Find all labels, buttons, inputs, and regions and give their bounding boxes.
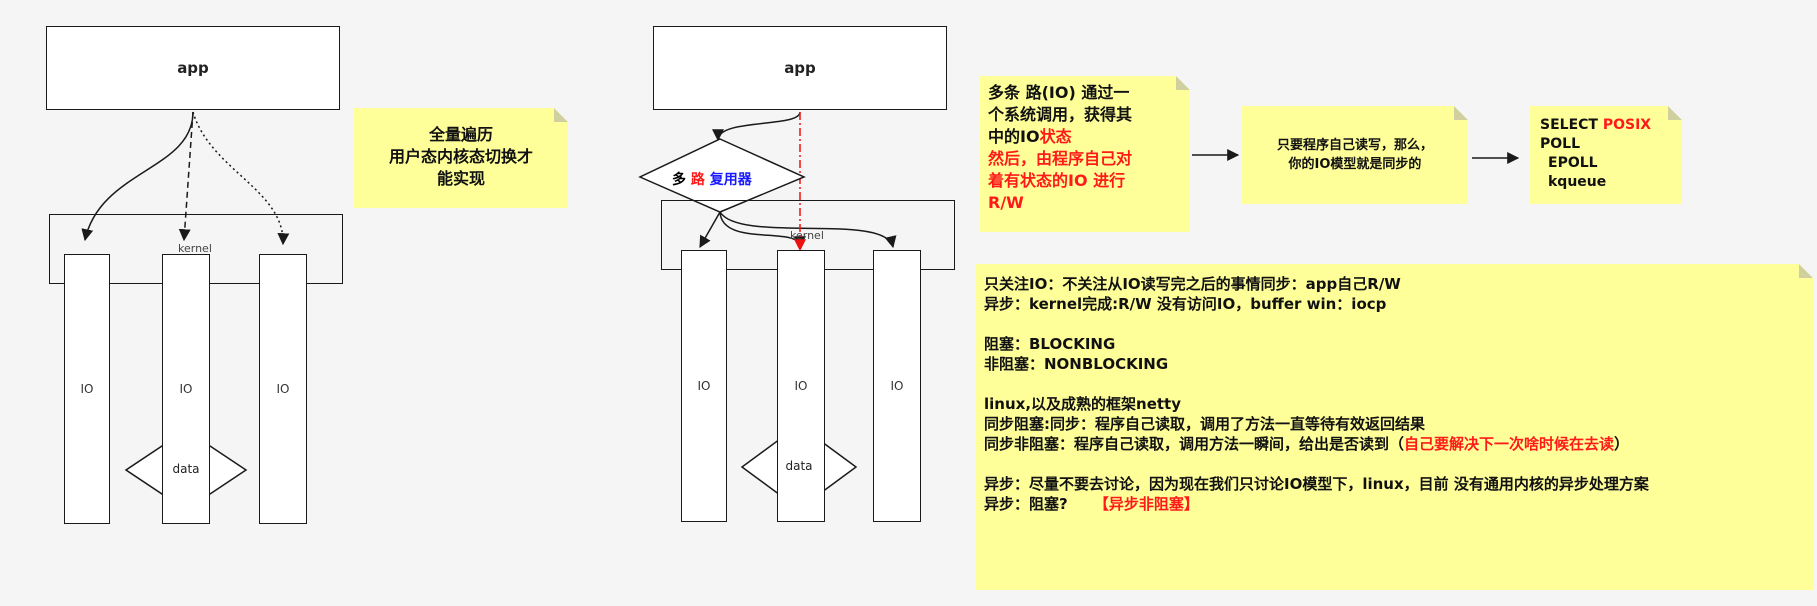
right-io-3: IO bbox=[873, 250, 921, 522]
right-io-1: IO bbox=[681, 250, 727, 522]
left-dotted-arrow bbox=[192, 111, 290, 246]
right-mux-to-io1 bbox=[699, 211, 721, 249]
sync-note: 只要程序自己读写，那么， 你的IO模型就是同步的 bbox=[1242, 106, 1468, 204]
right-app-box: app bbox=[653, 26, 947, 110]
select-note: SELECT POSIX POLL EPOLL kqueue bbox=[1530, 106, 1682, 204]
right-io-2: IO bbox=[777, 250, 825, 522]
right-app-label: app bbox=[784, 59, 816, 77]
right-data-label: data bbox=[785, 459, 813, 473]
left-app-label: app bbox=[177, 59, 209, 77]
left-app-box: app bbox=[46, 26, 340, 110]
left-io-3: IO bbox=[259, 254, 307, 524]
io-model-summary-note: 只关注IO：不关注从IO读写完之后的事情同步：app自己R/W 异步：kerne… bbox=[976, 264, 1813, 590]
left-dashed-arrow bbox=[178, 111, 194, 242]
right-mux-to-io3 bbox=[719, 211, 897, 249]
left-io-2: IO bbox=[162, 254, 210, 524]
left-kernel-label: kernel bbox=[178, 242, 212, 255]
status-note: 多条 路(IO) 通过一 个系统调用，获得其 中的IO状态 然后，由程序自己对 … bbox=[980, 76, 1190, 232]
left-io-1: IO bbox=[64, 254, 110, 524]
right-kernel-label: kernel bbox=[790, 229, 824, 242]
multiplexer-label: 多 路 复用器 bbox=[672, 172, 752, 188]
multiplexer-diamond bbox=[638, 138, 806, 213]
left-solid-arrow bbox=[81, 111, 194, 242]
left-note: 全量遍历 用户态内核态切换才 能实现 bbox=[354, 108, 568, 208]
left-data-label: data bbox=[172, 462, 200, 476]
right-app-to-mux bbox=[712, 111, 801, 142]
